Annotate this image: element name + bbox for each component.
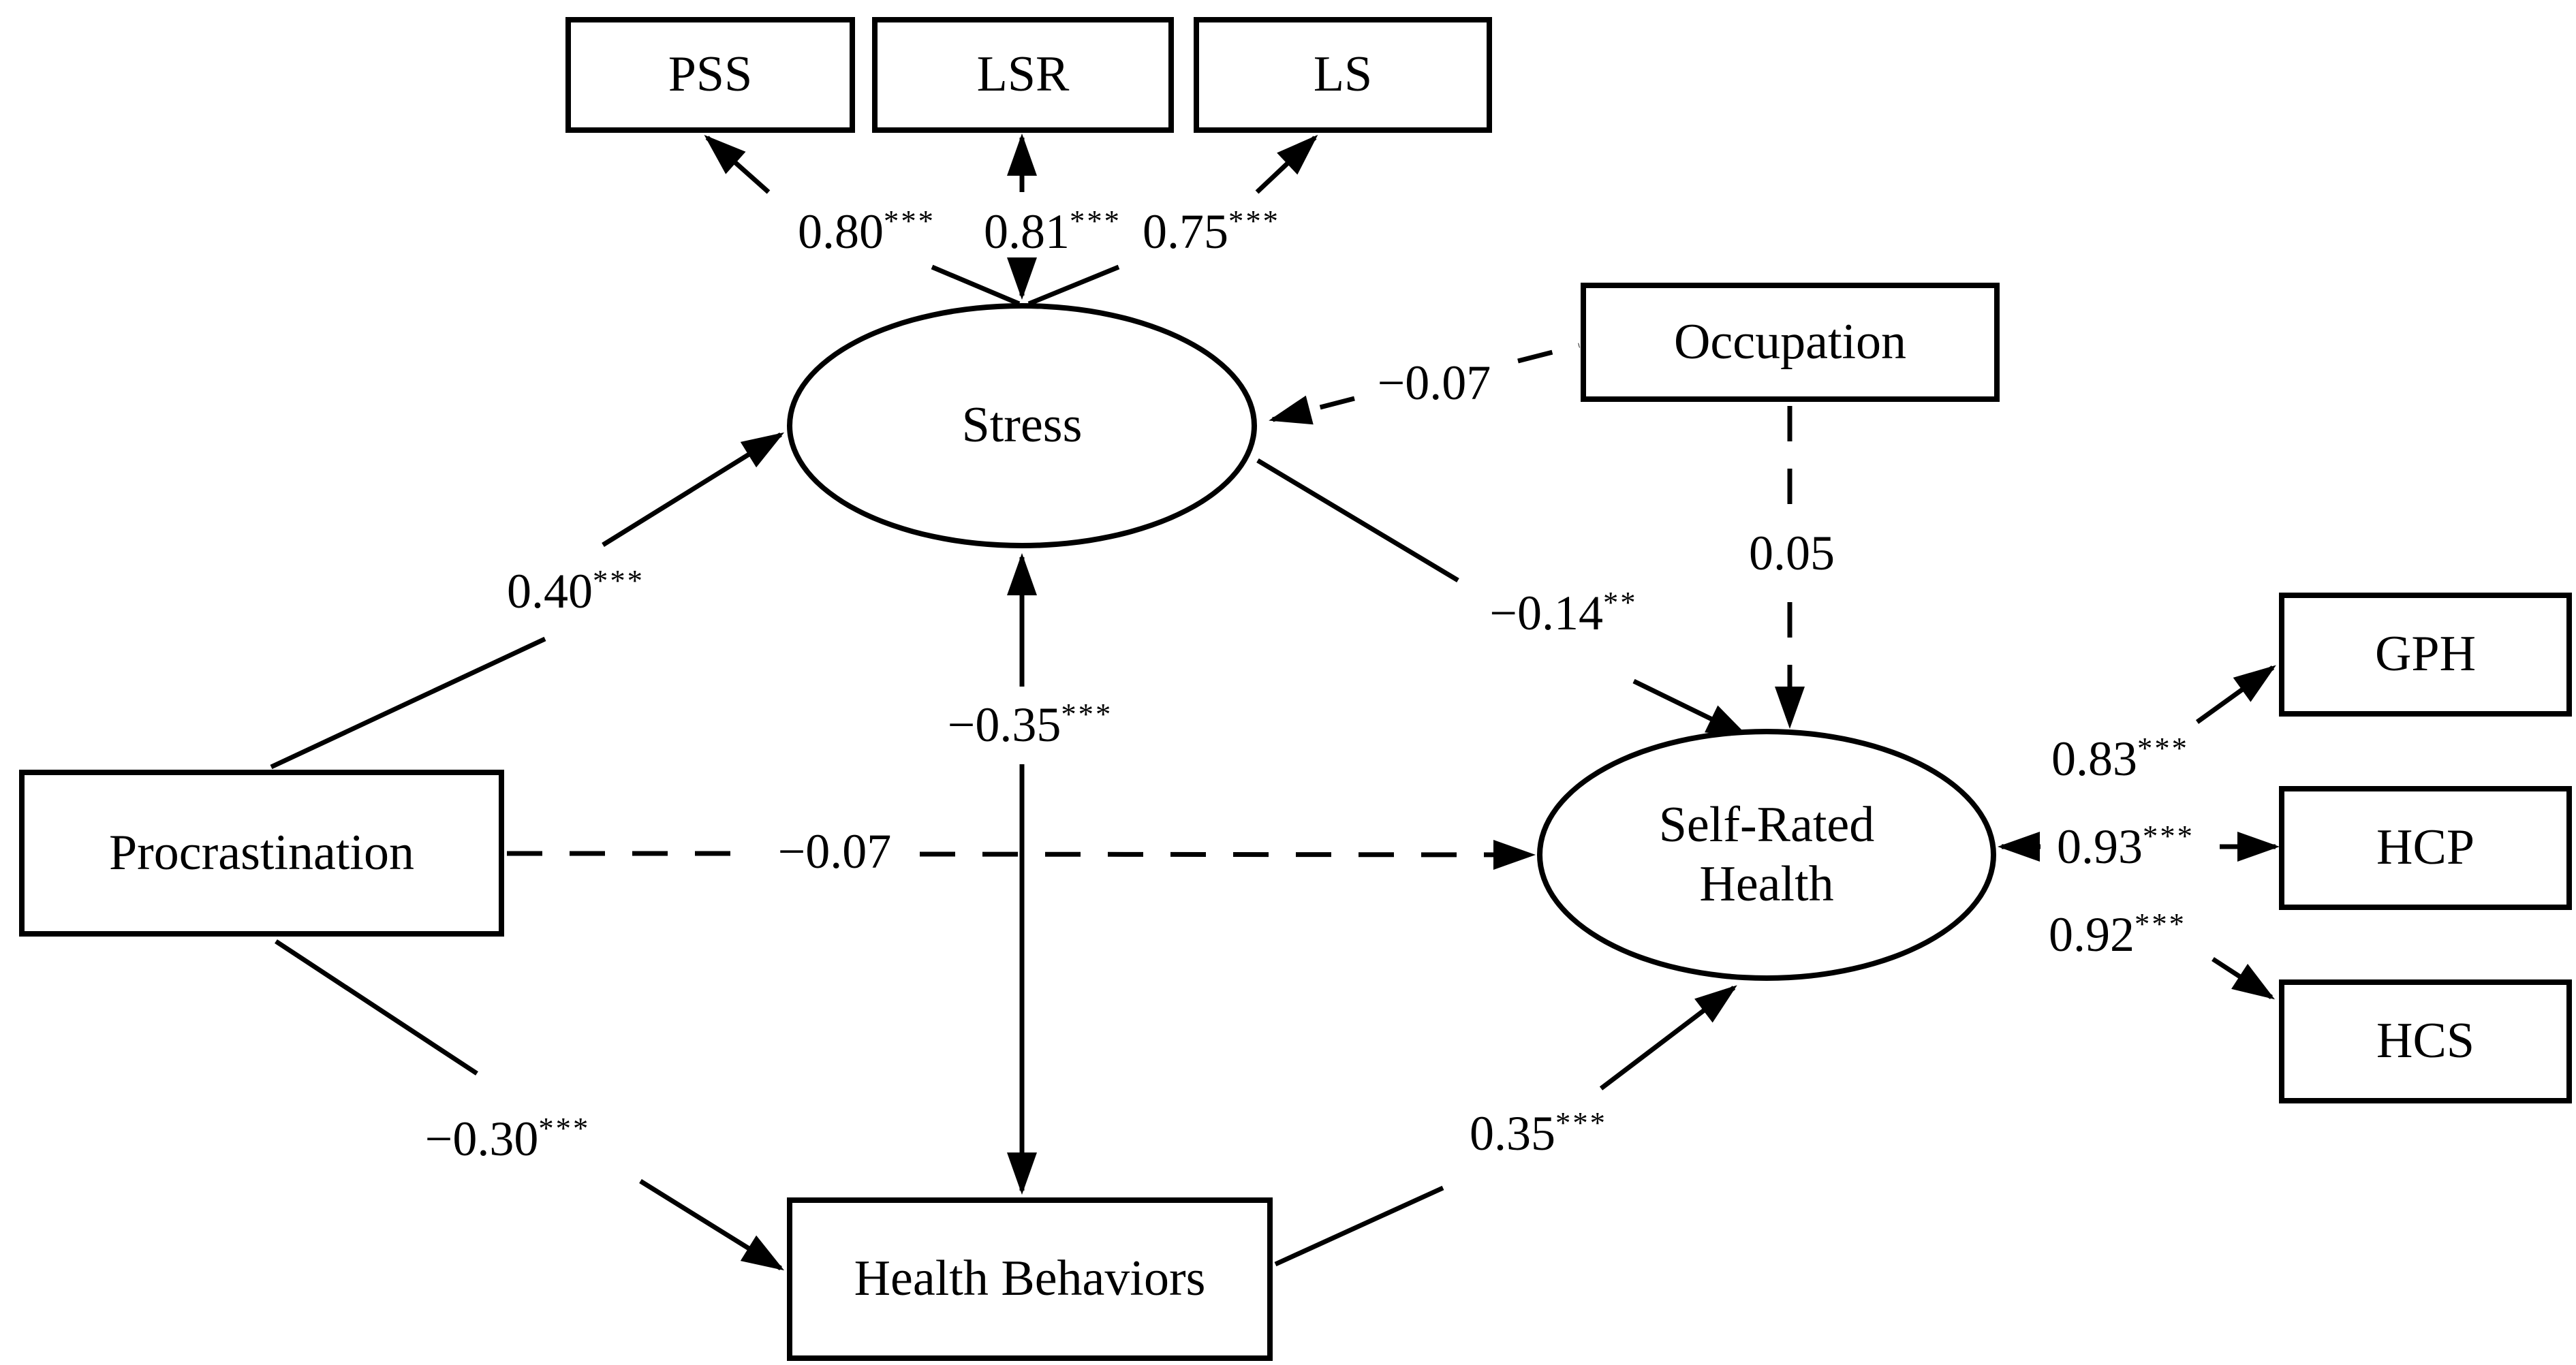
coef-stars: ***: [2135, 907, 2186, 941]
path-line-procrastination-to-hb-upper: [275, 939, 478, 1076]
coef-occupation-to-stress: −0.07: [1378, 358, 1491, 407]
node-procrastination: Procrastination: [19, 770, 504, 937]
node-pss: PSS: [565, 17, 855, 133]
coef-value: 0.75: [1143, 204, 1229, 259]
path-line-occupation-to-stress-left: [1269, 395, 1355, 425]
node-hcs: HCS: [2279, 979, 2572, 1103]
node-label: GPH: [2374, 626, 2477, 682]
node-health-behaviors: Health Behaviors: [787, 1197, 1273, 1361]
node-stress: Stress: [787, 303, 1257, 548]
coef-procrastination-to-srh: −0.07: [778, 827, 892, 876]
node-label: Health Behaviors: [854, 1251, 1206, 1307]
node-label: HCS: [2376, 1013, 2474, 1069]
path-line-stress-to-ls: [1255, 134, 1318, 194]
coef-stars: ***: [593, 563, 645, 597]
path-line-stress-to-srh-lower: [1632, 678, 1750, 738]
node-label: Procrastination: [108, 824, 414, 881]
coef-value: 0.35: [1470, 1106, 1556, 1161]
path-line-fan-left: [931, 264, 1021, 307]
node-occupation: Occupation: [1581, 283, 2000, 402]
coef-stars: ***: [1061, 697, 1113, 731]
coef-value: 0.80: [798, 204, 884, 259]
coef-stress-to-srh: −0.14**: [1489, 586, 1637, 640]
coef-value: 0.92: [2049, 907, 2135, 962]
coef-value: 0.83: [2051, 732, 2138, 786]
path-line-hb-to-srh-lower: [1274, 1185, 1444, 1267]
coef-stress-to-ls: 0.75***: [1143, 204, 1280, 259]
coef-value: 0.05: [1749, 526, 1835, 580]
path-line-occupation-to-stress-right: [1517, 343, 1580, 364]
coef-stars: ***: [884, 204, 935, 238]
coef-value: −0.30: [424, 1112, 539, 1166]
coef-value: 0.93: [2057, 819, 2143, 874]
coef-stars: ***: [1070, 204, 1121, 238]
coef-srh-to-hcp: 0.93***: [2057, 819, 2194, 874]
coef-srh-to-gph: 0.83***: [2051, 731, 2189, 786]
path-line-procrastination-to-srh-right: [919, 839, 1536, 870]
node-label: HCP: [2376, 819, 2474, 876]
path-line-stress-to-srh-upper: [1256, 458, 1459, 583]
coef-stars: ***: [538, 1111, 591, 1145]
coef-value: −0.07: [1377, 356, 1491, 410]
path-line-srh-to-hcs: [2212, 957, 2276, 1000]
path-line-hb-to-srh-upper: [1599, 985, 1737, 1091]
coef-stars: ***: [1228, 204, 1280, 238]
coef-value: 0.81: [984, 204, 1070, 259]
coef-hb-to-srh: 0.35***: [1470, 1106, 1607, 1161]
node-label: Stress: [961, 397, 1083, 454]
node-hcp: HCP: [2279, 786, 2572, 910]
path-line-fan-right: [1027, 264, 1120, 307]
path-line-procrastination-to-stress-lower: [270, 636, 546, 770]
node-label: PSS: [668, 46, 753, 103]
coef-stress-health-behaviors: −0.35***: [947, 697, 1113, 752]
coef-procrastination-to-hb: −0.30***: [424, 1111, 591, 1166]
node-ls: LS: [1194, 17, 1492, 133]
node-self-rated-health: Self-Rated Health: [1537, 729, 1996, 981]
path-line-srh-to-gph: [2195, 665, 2276, 724]
node-lsr: LSR: [872, 17, 1174, 133]
coef-stress-to-lsr: 0.81***: [984, 204, 1121, 259]
coef-stars: ***: [2143, 819, 2194, 853]
path-line-procrastination-to-hb-lower: [639, 1179, 785, 1271]
coef-srh-to-hcs: 0.92***: [2049, 907, 2186, 962]
coef-procrastination-to-stress: 0.40***: [507, 564, 645, 618]
coef-value: 0.40: [507, 564, 593, 618]
node-label: LSR: [976, 46, 1070, 103]
node-label: Occupation: [1673, 313, 1907, 370]
coef-value: −0.14: [1489, 586, 1603, 640]
coef-value: −0.07: [777, 824, 892, 879]
node-gph: GPH: [2279, 593, 2572, 717]
path-line-stress-to-pss: [704, 135, 771, 194]
coef-stars: **: [1602, 585, 1638, 619]
node-label-line1: Self-Rated: [1658, 796, 1875, 853]
coef-stars: ***: [2137, 731, 2189, 765]
coef-value: −0.35: [947, 697, 1061, 752]
coef-stars: ***: [1555, 1105, 1607, 1140]
node-label-line2: Health: [1699, 856, 1834, 912]
path-line-procrastination-to-stress-upper: [602, 432, 785, 547]
node-label: LS: [1313, 46, 1373, 103]
coef-stress-to-pss: 0.80***: [798, 204, 935, 259]
coef-occupation-to-srh: 0.05: [1749, 529, 1835, 578]
